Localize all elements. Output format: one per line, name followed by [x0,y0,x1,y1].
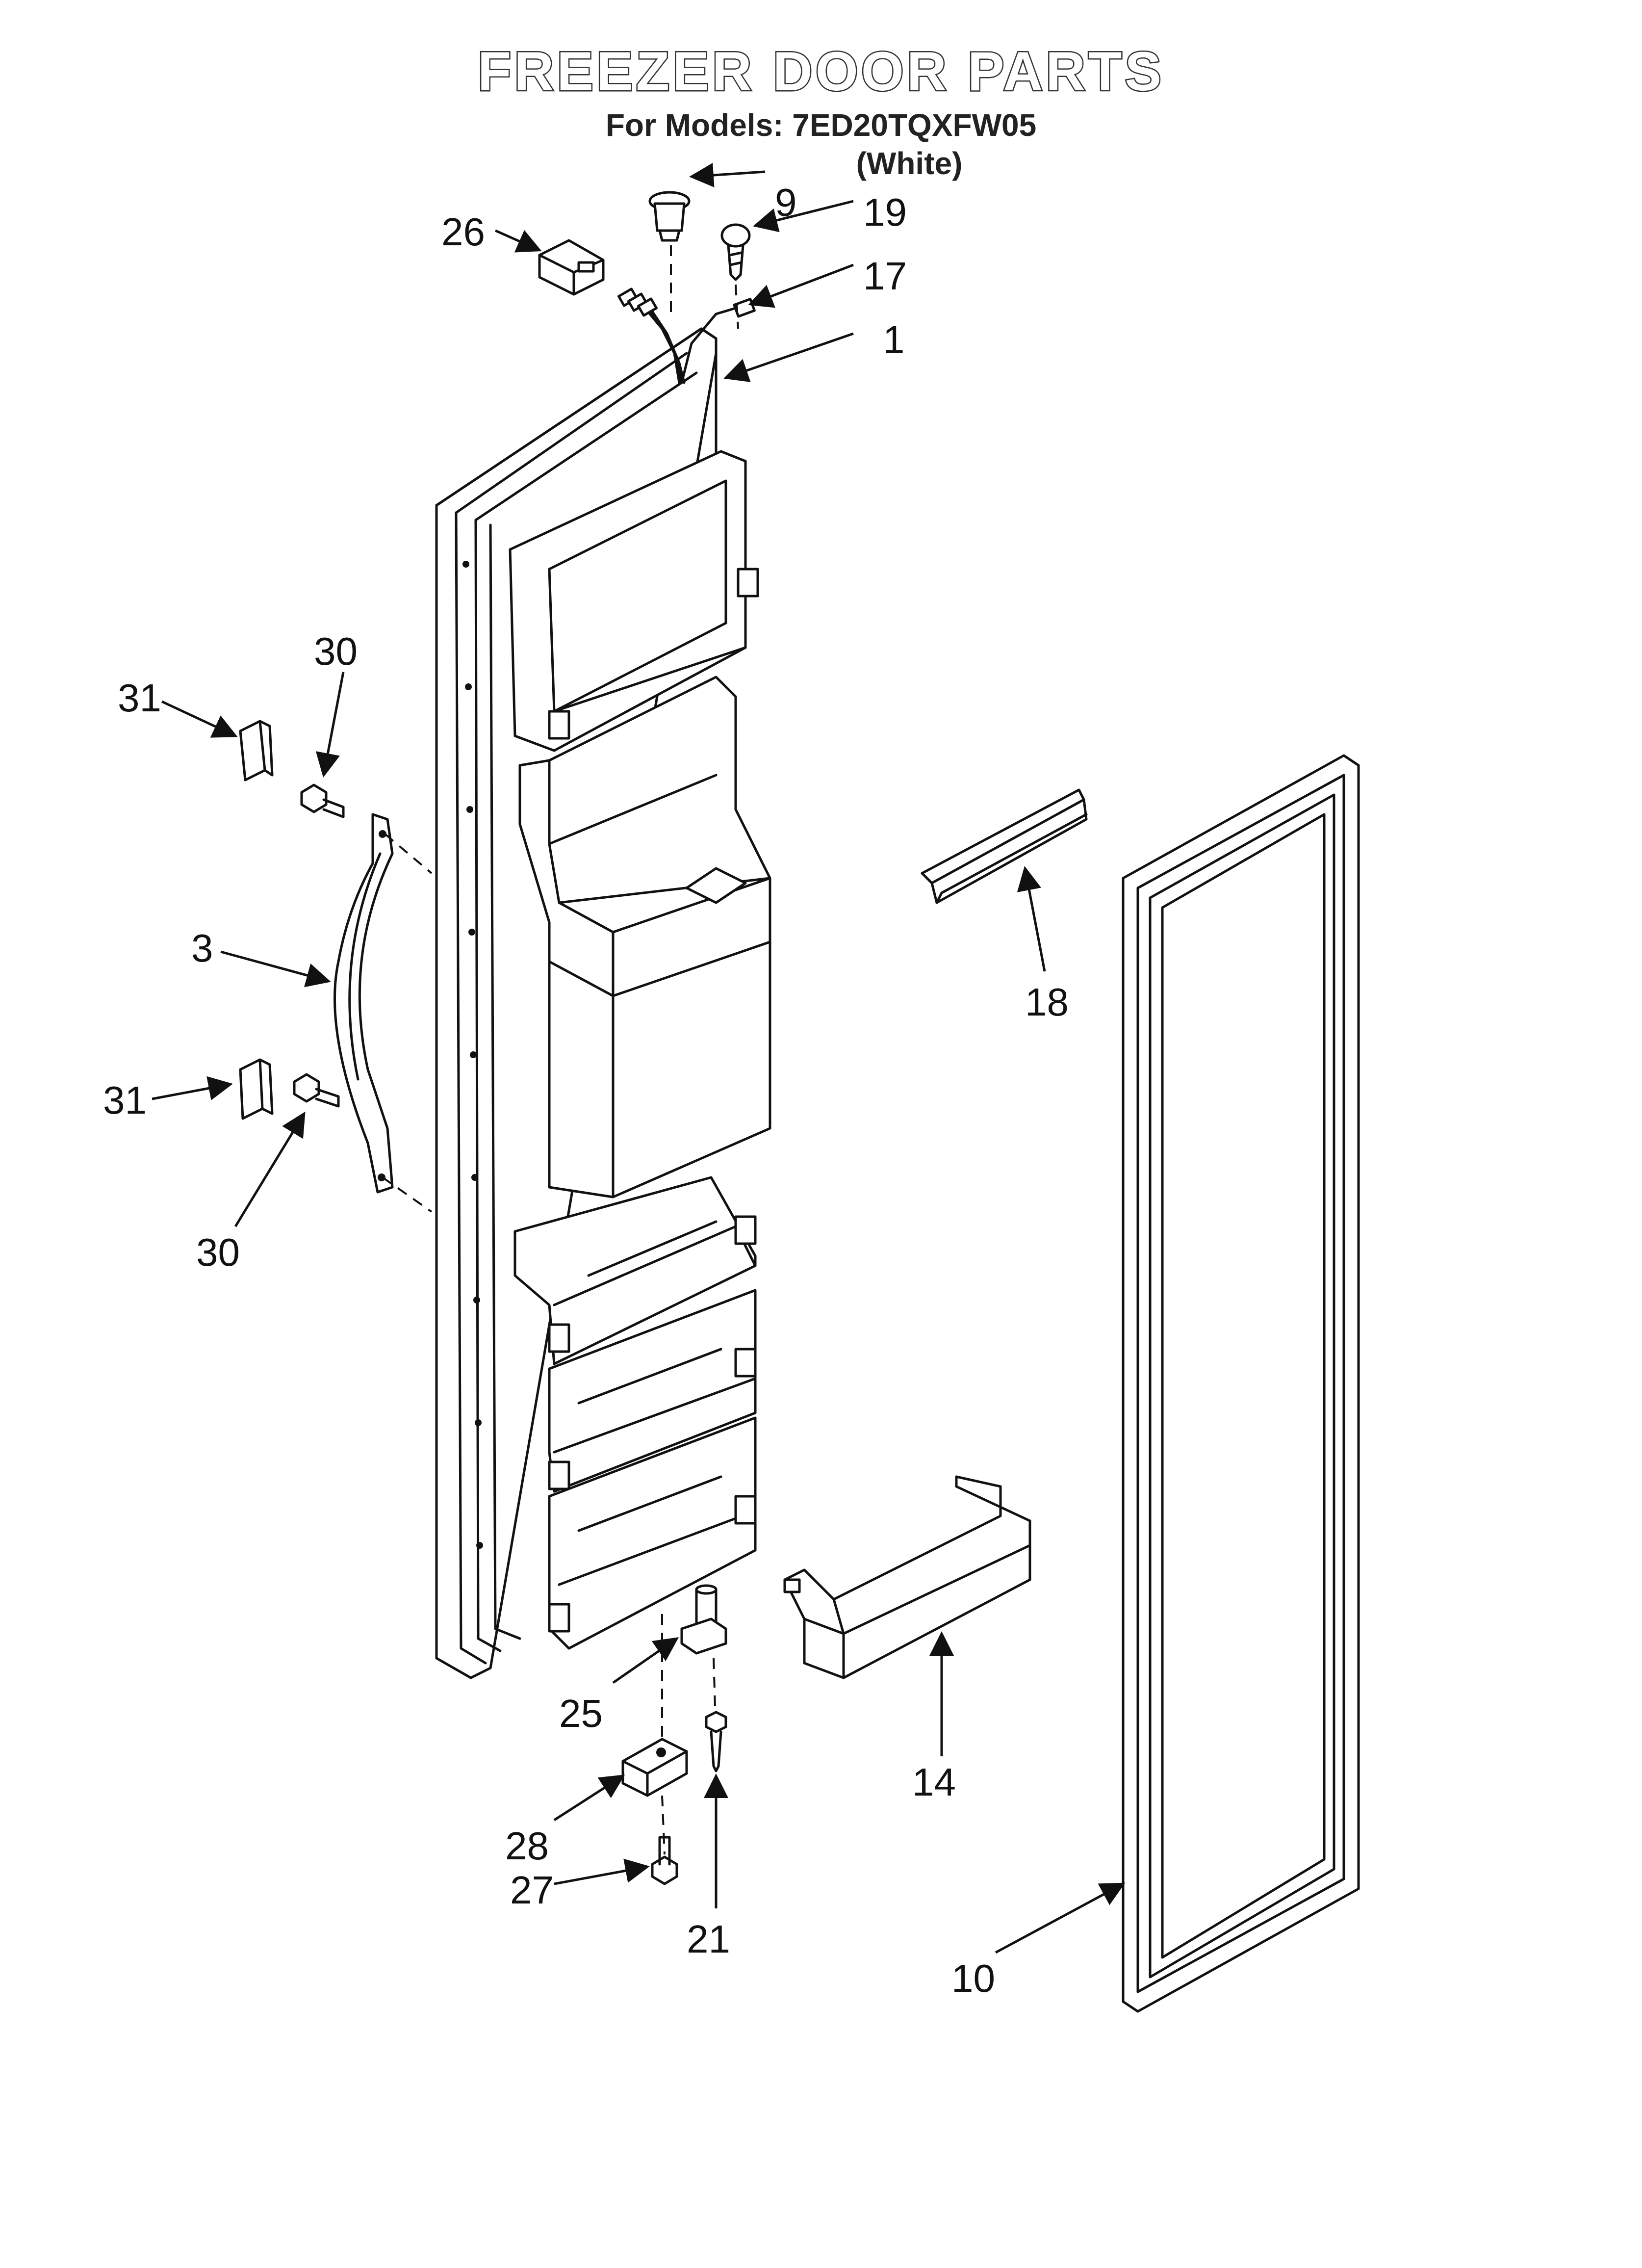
part-19-screw [720,223,751,281]
leader-30a [315,672,345,778]
leader-19 [753,200,854,233]
leader-18 [1017,866,1046,972]
callout-31-lower: 31 [103,1078,147,1122]
callout-19: 19 [863,190,907,234]
leader-31b [152,1076,233,1100]
callout-14: 14 [912,1760,956,1804]
callout-3: 3 [191,926,213,970]
callout-1: 1 [883,318,905,362]
part-9-plug [648,191,691,242]
part-31-cap-upper [239,720,274,782]
part-14-bin [783,1475,1031,1679]
callout-17: 17 [863,254,907,298]
callout-21: 21 [687,1917,730,1961]
leader-17 [748,263,854,308]
page-title: FREEZER DOOR PARTS [476,41,1165,102]
leader-27 [554,1858,650,1885]
leader-9 [689,163,766,187]
callout-labels: 9 19 17 1 26 30 31 3 31 30 18 14 25 28 2… [103,181,1069,2000]
leader-30b [234,1111,306,1227]
leader-26 [494,229,542,253]
callout-28: 28 [505,1824,549,1868]
part-25-hinge-pin [680,1584,727,1655]
callout-30-lower: 30 [196,1230,240,1274]
title-block: FREEZER DOOR PARTS For Models: 7ED20TQXF… [0,41,1642,182]
part-30-screw-lower [293,1073,340,1108]
part-31-cap-lower [239,1058,274,1120]
callout-25: 25 [559,1692,603,1735]
callout-10: 10 [951,1956,995,2000]
part-17-wire-harness [617,287,756,384]
alignment-lines [382,245,739,1855]
leader-3 [220,950,331,988]
color-line: (White) [856,146,963,182]
callout-31-upper: 31 [118,676,161,720]
part-3-handle [334,813,394,1194]
leader-25 [612,1637,679,1684]
leader-lines [152,163,1126,1954]
callout-18: 18 [1025,980,1069,1024]
callout-9: 9 [775,181,797,224]
leader-10 [995,1882,1126,1954]
models-line: For Models: 7ED20TQXFW05 [605,107,1037,143]
part-1-freezer-door [435,327,771,1679]
callout-26: 26 [441,210,485,254]
part-21-screw [705,1711,727,1773]
callout-30-upper: 30 [314,629,358,673]
part-26-switch [538,239,605,296]
part-10-gasket [1122,754,1360,2013]
part-28-hinge-bracket [621,1738,688,1797]
part-27-screw [651,1836,678,1885]
leader-31a [161,700,238,738]
leader-28 [553,1774,625,1822]
leader-1 [723,332,854,382]
door-screw-holes [462,561,483,1549]
part-18-track [921,788,1088,904]
callout-27: 27 [510,1868,554,1912]
part-30-screw-upper [300,783,345,818]
